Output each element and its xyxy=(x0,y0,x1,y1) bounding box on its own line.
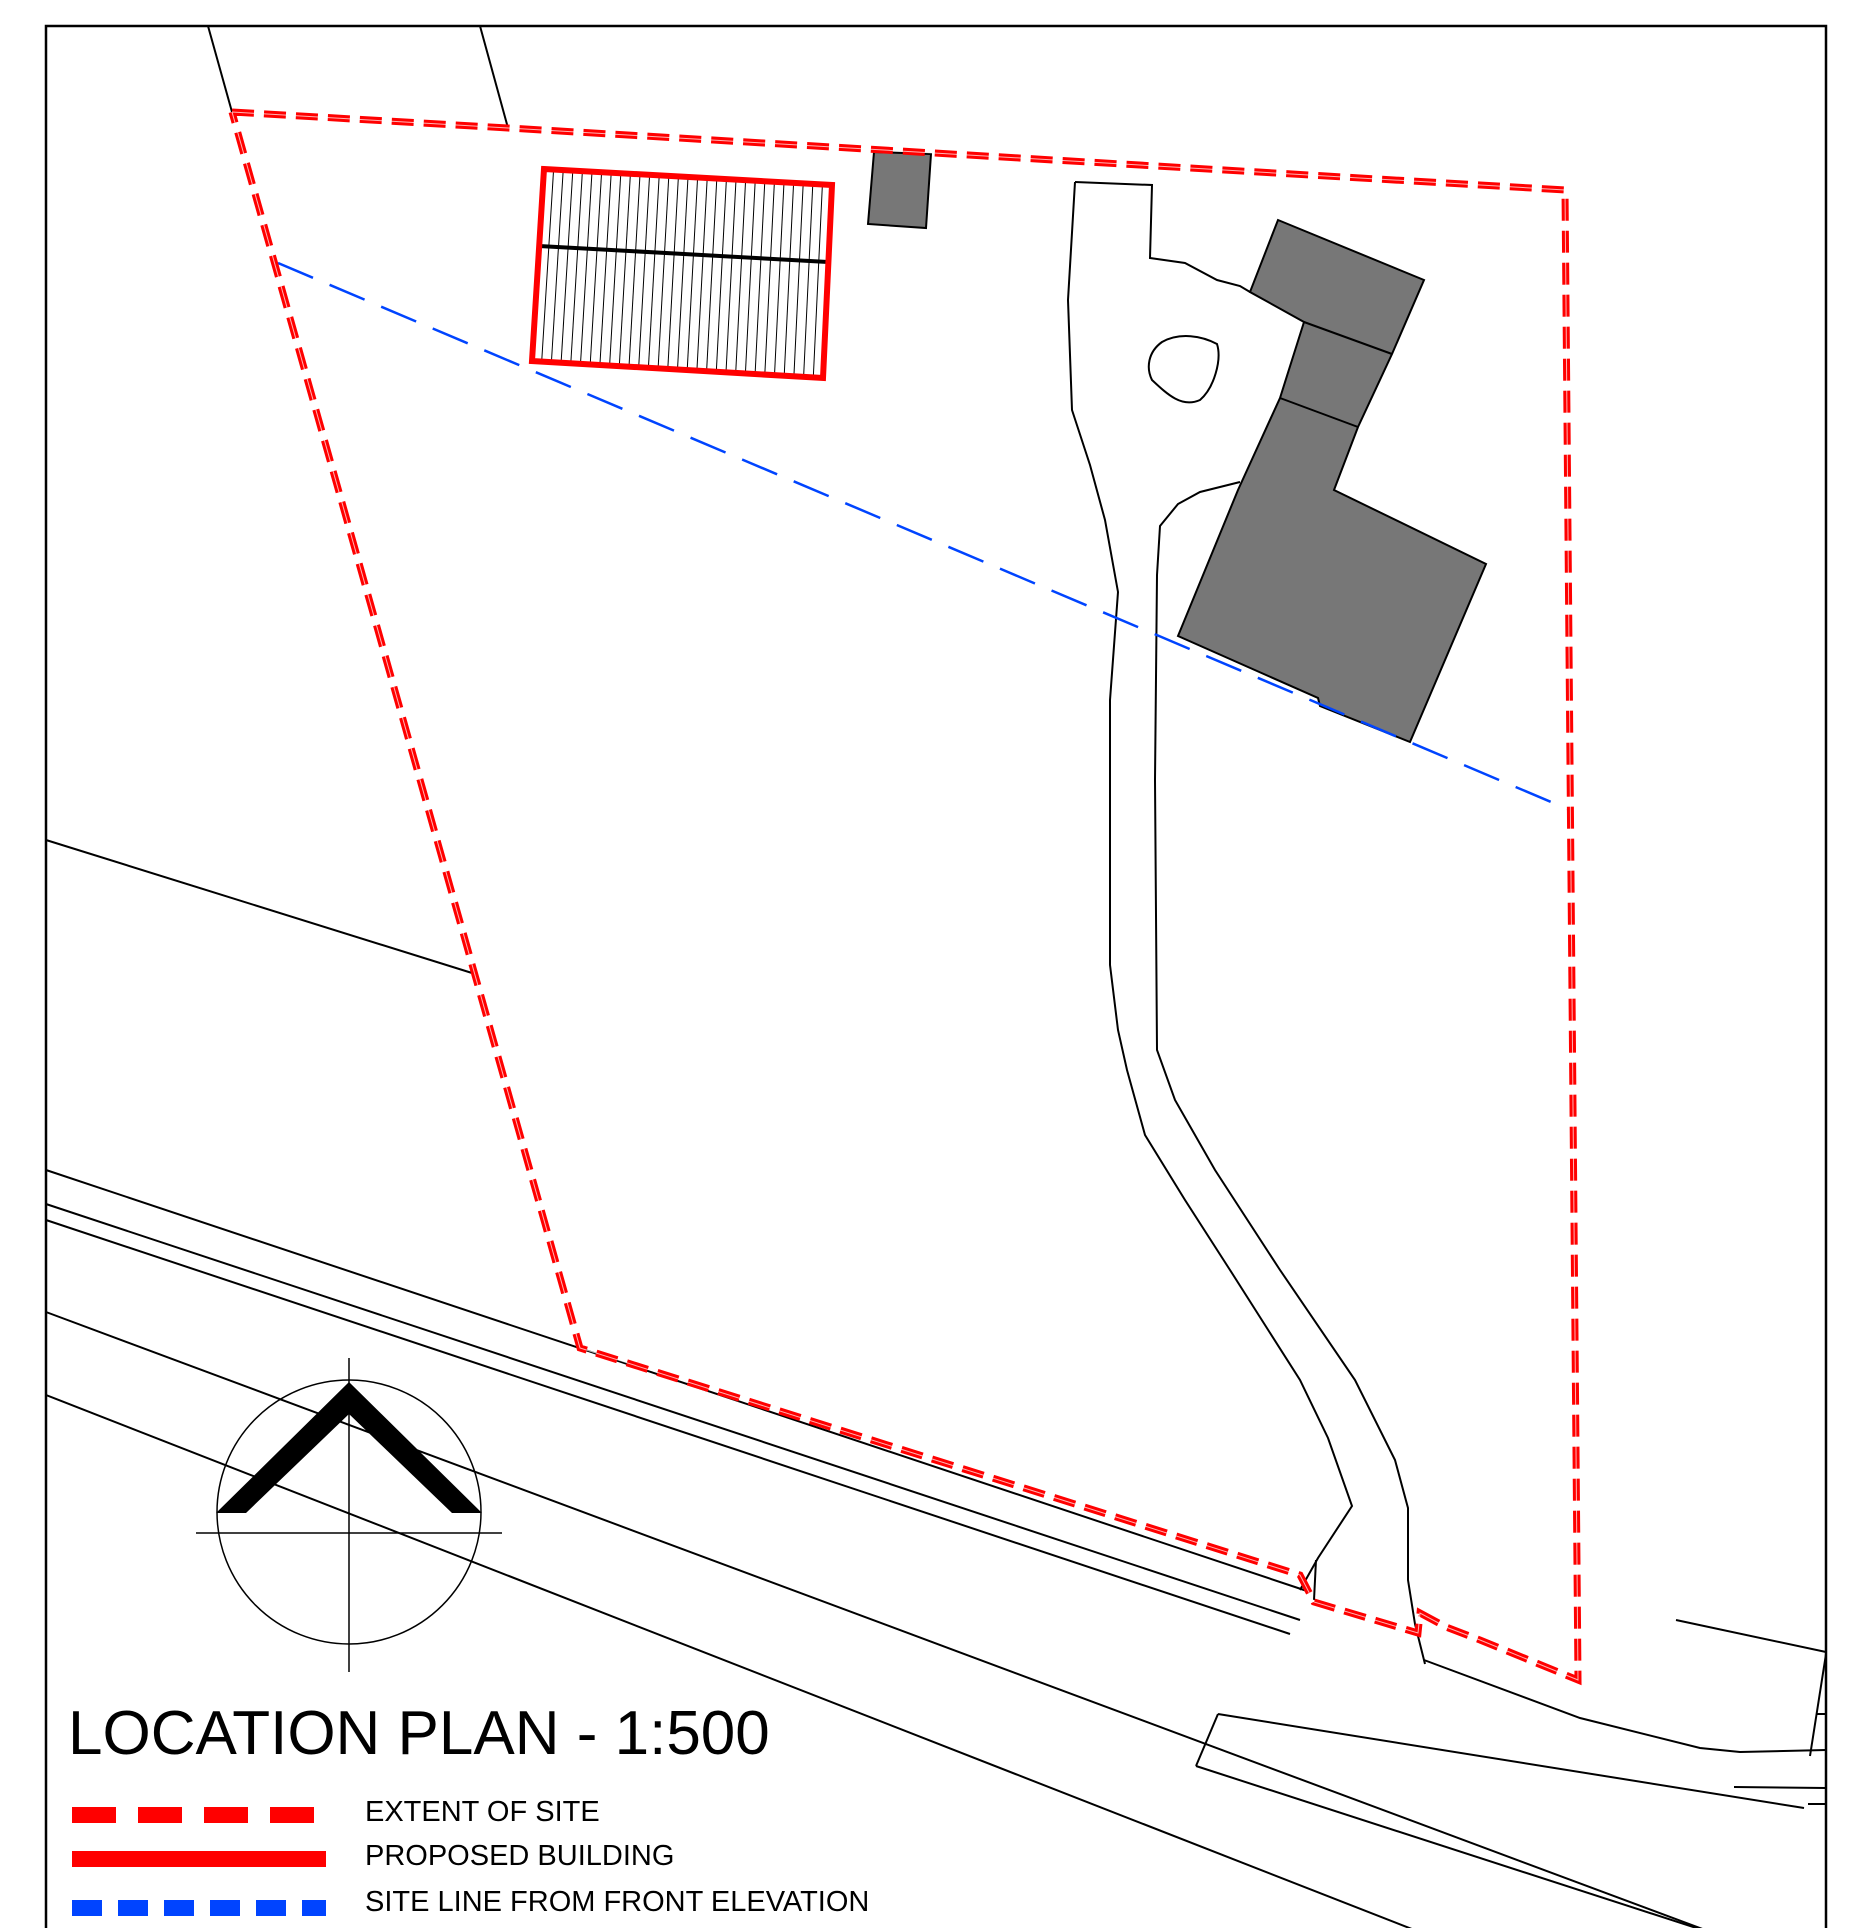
plan-title: LOCATION PLAN - 1:500 xyxy=(68,1699,770,1768)
roof-hatch-line xyxy=(570,171,583,364)
legend-swatches xyxy=(72,1807,326,1916)
extent-of-site-boundary xyxy=(228,108,1582,1686)
roof-hatch-line xyxy=(696,178,708,371)
roof-hatch-line xyxy=(667,176,679,369)
legend-label-site-line: SITE LINE FROM FRONT ELEVATION xyxy=(365,1886,870,1918)
roof-hatch-line xyxy=(657,175,670,369)
roof-hatch-line xyxy=(783,182,795,376)
roof-hatch-line xyxy=(609,173,622,366)
roof-hatch-line xyxy=(618,173,631,367)
proposed-building xyxy=(528,165,836,382)
roof-hatch-line xyxy=(580,171,593,364)
roof-hatch-line xyxy=(686,177,699,371)
site-line-from-front-elevation xyxy=(277,261,1571,812)
roof-hatch-line xyxy=(560,170,574,363)
legend-label-extent-of-site: EXTENT OF SITE xyxy=(365,1796,600,1828)
roof-hatch-line xyxy=(706,178,718,372)
existing-outbuilding xyxy=(866,150,933,230)
north-arrow-icon xyxy=(196,1358,502,1672)
roof-hatch-line xyxy=(725,179,737,373)
roof-hatch-line xyxy=(638,174,651,368)
roof-hatch-line xyxy=(715,179,727,372)
roof-hatch-line xyxy=(754,181,766,375)
roof-hatch-line xyxy=(744,180,756,374)
existing-buildings xyxy=(866,150,1488,744)
roof-hatch-line xyxy=(677,176,689,370)
roof-hatch-line xyxy=(599,172,612,365)
roof-hatch-line xyxy=(550,170,564,363)
roof-hatch-line xyxy=(793,183,804,377)
site-linework xyxy=(45,25,1827,1928)
roof-hatch-line xyxy=(803,183,814,377)
roof-hatch-line xyxy=(541,169,555,362)
roof-hatch-line xyxy=(647,175,660,368)
roof-hatch-line xyxy=(589,172,603,365)
roof-hatch-line xyxy=(628,174,641,367)
existing-house xyxy=(1176,218,1488,744)
roof-hatch-line xyxy=(812,184,823,378)
legend-label-proposed-building: PROPOSED BUILDING xyxy=(365,1840,675,1872)
roof-hatch-line xyxy=(774,182,785,376)
drawing-frame xyxy=(44,24,1828,1928)
roof-hatch-line xyxy=(735,180,747,373)
driveway-outline xyxy=(1066,181,1426,1665)
roof-hatch-line xyxy=(764,181,775,375)
